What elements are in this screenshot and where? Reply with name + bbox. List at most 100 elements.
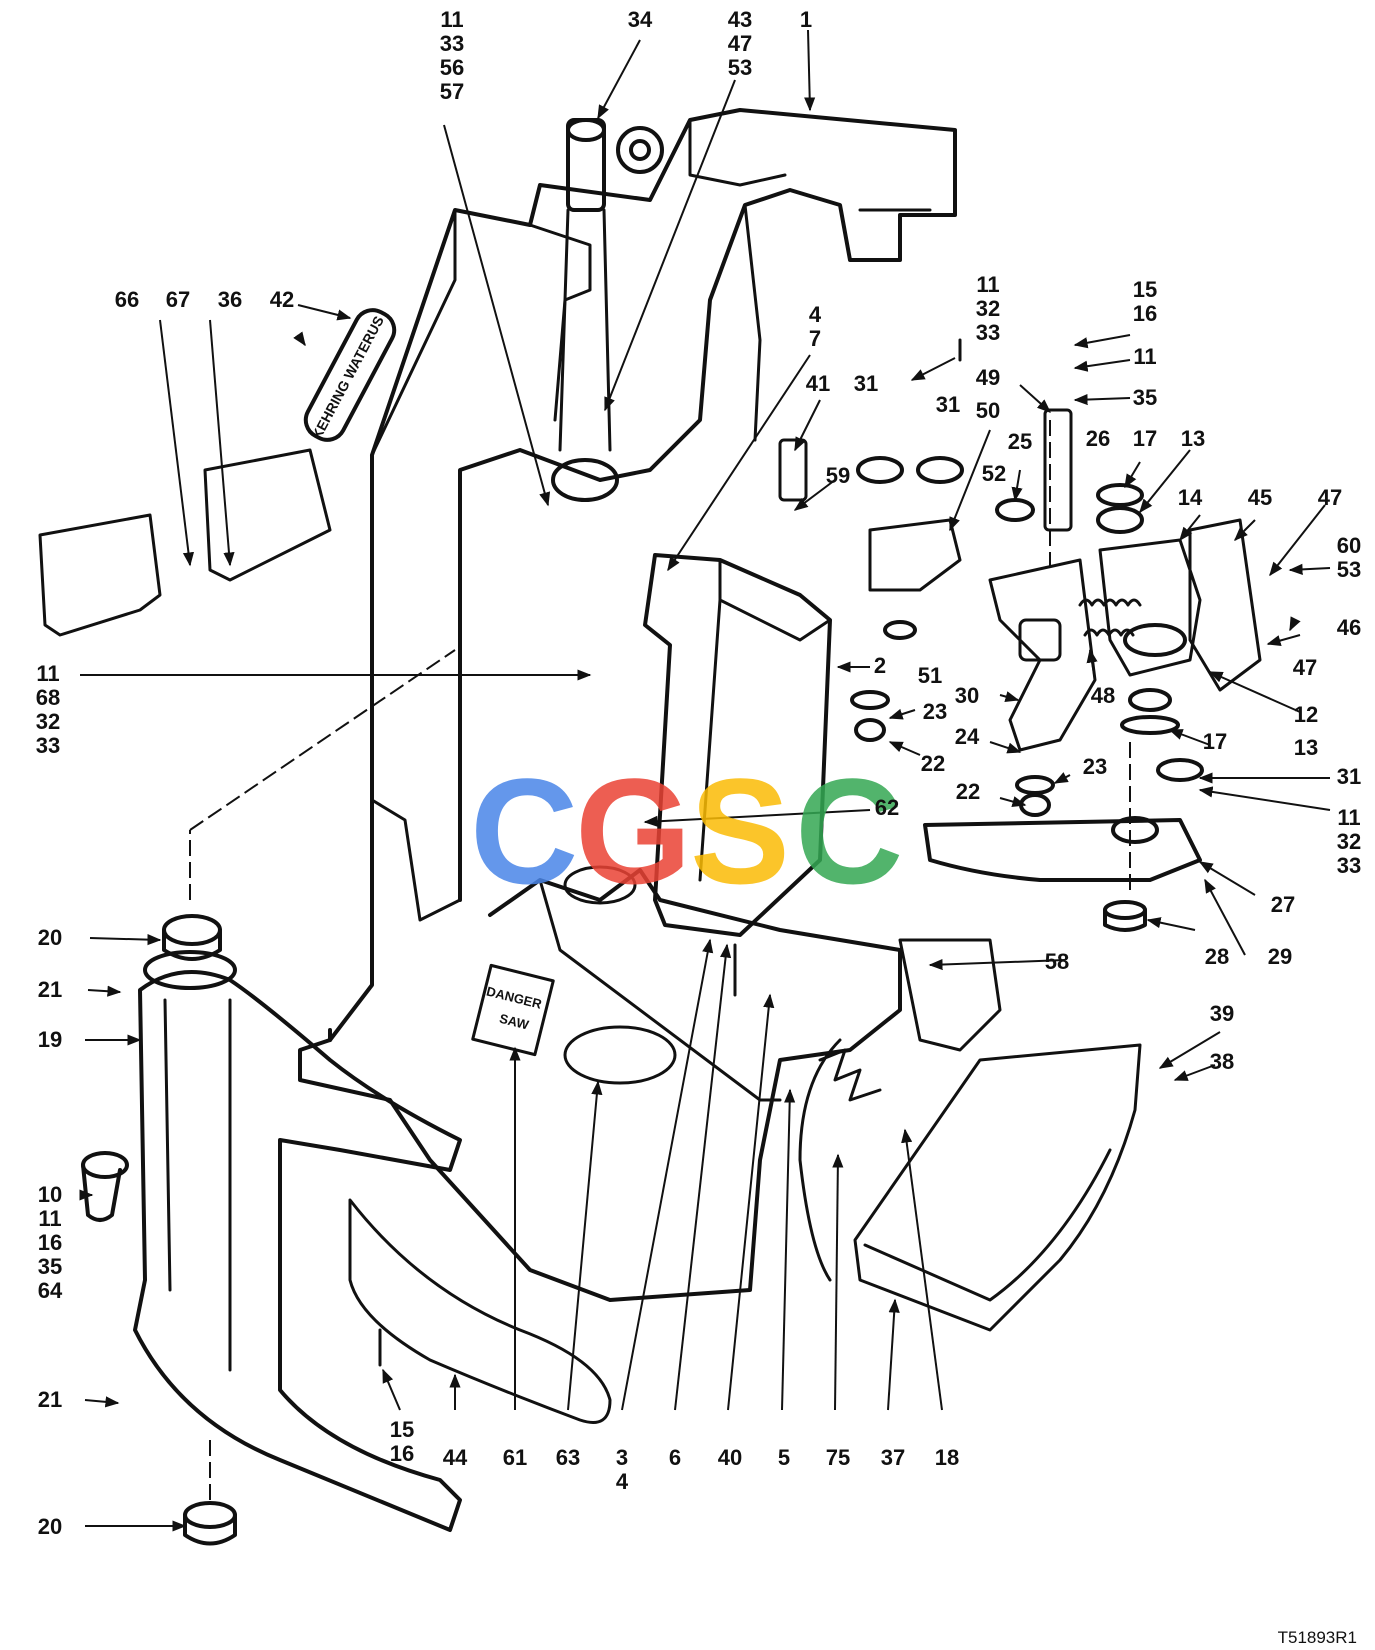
callout-number: 47: [1292, 655, 1318, 680]
callout-number: 38: [1209, 1049, 1235, 1074]
callout-c-38: 38: [1202, 1050, 1242, 1074]
pad-bottom: [183, 1501, 237, 1529]
callout-c-22a: 22: [913, 752, 953, 776]
callout-c-44: 44: [435, 1446, 475, 1470]
callout-number: 32: [1336, 829, 1362, 854]
callout-number: 75: [825, 1445, 851, 1470]
callout-number: 26: [1085, 426, 1111, 451]
callout-c-75: 75: [818, 1446, 858, 1470]
callout-c-46: 46: [1329, 616, 1369, 640]
callout-number: 11: [36, 661, 60, 686]
callout-number: 52: [981, 461, 1007, 486]
callout-number: 45: [1247, 485, 1273, 510]
saw-blade: [798, 1038, 882, 1282]
callout-c-21b: 21: [30, 1388, 70, 1412]
callout-number: 27: [1270, 892, 1296, 917]
callout-number: 44: [442, 1445, 468, 1470]
callout-number: 53: [1336, 557, 1362, 582]
callout-number: 22: [920, 751, 946, 776]
callout-c-51: 51: [910, 664, 950, 688]
callout-c-22b: 22: [948, 780, 988, 804]
callout-number: 17: [1202, 729, 1228, 754]
callout-number: 31: [935, 392, 961, 417]
callout-number: 51: [917, 663, 943, 688]
cylinder: [566, 118, 606, 212]
watermark-letter-c2: C: [795, 747, 904, 915]
callout-c-39: 39: [1202, 1002, 1242, 1026]
callout-c-41: 41: [798, 372, 838, 396]
callout-c-50: 50: [968, 399, 1008, 423]
callout-c-27: 27: [1263, 893, 1303, 917]
danger-text: DANGER: [485, 984, 544, 1012]
callout-number: 64: [37, 1278, 63, 1303]
callout-c-top-d: 1: [786, 8, 826, 32]
callout-number: 7: [808, 326, 822, 351]
callout-number: 23: [1082, 754, 1108, 779]
callout-number: 19: [37, 1027, 63, 1052]
callout-c-37: 37: [873, 1446, 913, 1470]
saw-text: SAW: [498, 1011, 531, 1033]
callout-c-17a: 17: [1125, 427, 1165, 451]
callout-number: 11: [1133, 344, 1157, 369]
nameplate: [303, 308, 397, 442]
callout-number: 31: [853, 371, 879, 396]
callout-c-23a: 23: [915, 700, 955, 724]
callout-label: 67: [165, 287, 191, 312]
callout-number: 34: [627, 7, 653, 32]
callout-number: 32: [35, 709, 61, 734]
callout-number: 18: [934, 1445, 960, 1470]
callout-number: 16: [37, 1230, 63, 1255]
callout-c-2: 2: [860, 654, 900, 678]
callout-number: 35: [1132, 385, 1158, 410]
callout-number: 46: [1336, 615, 1362, 640]
callout-c-17b: 17: [1195, 730, 1235, 754]
callout-number: 5: [777, 1445, 791, 1470]
callout-c-26: 26: [1078, 427, 1118, 451]
watermark-letter-s: S: [690, 747, 791, 915]
callout-c-62: 62: [867, 796, 907, 820]
callout-number: 33: [35, 733, 61, 758]
watermark-letter-g: G: [575, 747, 692, 915]
callout-c-14: 14: [1170, 486, 1210, 510]
shield-plate-67: [203, 448, 332, 582]
callout-number: 22: [955, 779, 981, 804]
callout-number: 60: [1336, 533, 1362, 558]
callout-number: 63: [555, 1445, 581, 1470]
callout-c-63: 63: [548, 1446, 588, 1470]
callout-number: 53: [727, 55, 753, 80]
callout-number: 47: [727, 31, 753, 56]
callout-c-31a: 31: [846, 372, 886, 396]
callout-number: 24: [954, 724, 980, 749]
callout-number: 41: [805, 371, 831, 396]
callout-number: 2: [873, 653, 887, 678]
callout-c-18: 18: [927, 1446, 967, 1470]
callout-c-58: 58: [1037, 950, 1077, 974]
callout-number: 49: [975, 365, 1001, 390]
callout-c-6: 6: [655, 1446, 695, 1470]
callout-number: 33: [439, 31, 465, 56]
callout-number: 40: [717, 1445, 743, 1470]
callout-c-21a: 21: [30, 978, 70, 1002]
callout-c-52: 52: [974, 462, 1014, 486]
callout-number: 15: [1132, 277, 1158, 302]
callout-label: 36: [217, 287, 243, 312]
callout-number: 62: [874, 795, 900, 820]
callout-number: 31: [1336, 764, 1362, 789]
callout-number: 20: [37, 925, 63, 950]
callout-label: 42: [269, 287, 295, 312]
callout-number: 33: [1336, 853, 1362, 878]
callout-number: 11: [976, 272, 1000, 297]
callout-c-20b: 20: [30, 1515, 70, 1539]
callout-c-31b: 31: [928, 393, 968, 417]
callout-number: 25: [1007, 429, 1033, 454]
callout-number: 1: [799, 7, 813, 32]
callout-number: 13: [1293, 735, 1319, 760]
callout-number: 35: [37, 1254, 63, 1279]
danger-decal: [471, 963, 555, 1057]
callout-number: 23: [922, 699, 948, 724]
